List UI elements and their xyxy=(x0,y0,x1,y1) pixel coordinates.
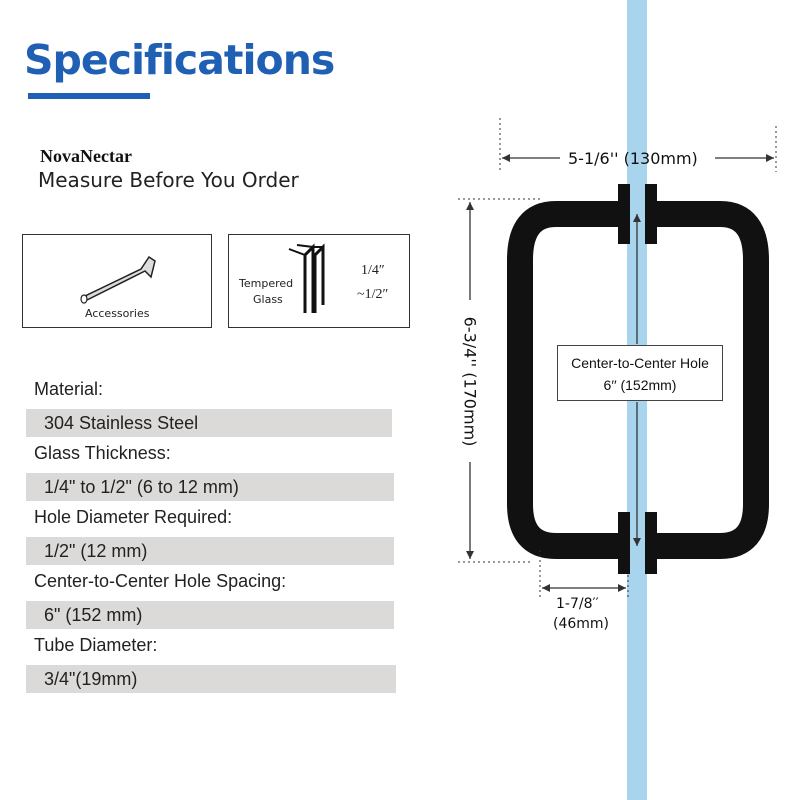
hole-diameter-value: 1/2" (12 mm) xyxy=(26,537,394,565)
mount-bottom-left xyxy=(618,512,630,574)
center-to-center-label: Center-to-Center Hole 6′′ (152mm) xyxy=(557,345,723,401)
material-label: Material: xyxy=(34,379,104,399)
glass-thickness-box: Tempered Glass 1/4″ ~1/2″ xyxy=(228,234,410,328)
hole-spacing-label: Center-to-Center Hole Spacing: xyxy=(34,571,287,591)
accessories-box: Accessories xyxy=(22,234,212,328)
accessories-label: Accessories xyxy=(85,307,150,320)
glass-thickness-value: 1/4" to 1/2" (6 to 12 mm) xyxy=(26,473,394,501)
tube-diameter-value: 3/4"(19mm) xyxy=(26,665,396,693)
mount-bottom-right xyxy=(645,512,657,574)
width-dimension: 5-1/6'' (130mm) xyxy=(568,149,698,168)
title-underline xyxy=(28,93,150,99)
thickness-min: 1/4″ xyxy=(361,263,385,278)
tube-diameter-label: Tube Diameter: xyxy=(34,635,158,655)
hole-diameter-label: Hole Diameter Required: xyxy=(34,507,233,527)
brand-name: NovaNectar xyxy=(40,146,132,166)
mount-top-right xyxy=(645,184,657,244)
glass-label: Glass xyxy=(253,293,283,306)
center-to-center-title: Center-to-Center Hole xyxy=(571,355,709,371)
hole-spacing-value: 6" (152 mm) xyxy=(26,601,394,629)
tagline: Measure Before You Order xyxy=(38,168,299,192)
allen-key-icon xyxy=(80,255,156,304)
glass-thickness-label: Glass Thickness: xyxy=(34,443,171,463)
height-dimension: 6-3/4'' (170mm) xyxy=(460,316,480,447)
glass-panel-icon xyxy=(288,243,325,313)
page-title: Specifications xyxy=(24,36,335,84)
thickness-max: ~1/2″ xyxy=(357,287,389,302)
handle-left-bar xyxy=(507,201,622,559)
mount-top-left xyxy=(618,184,630,244)
center-to-center-value: 6′′ (152mm) xyxy=(603,377,677,393)
depth-dimension: 1-7/8′′ xyxy=(556,596,599,612)
handle-right-bar xyxy=(652,201,769,559)
tempered-label: Tempered xyxy=(239,277,294,290)
depth-dimension-mm: (46mm) xyxy=(553,616,610,632)
material-value: 304 Stainless Steel xyxy=(26,409,392,437)
